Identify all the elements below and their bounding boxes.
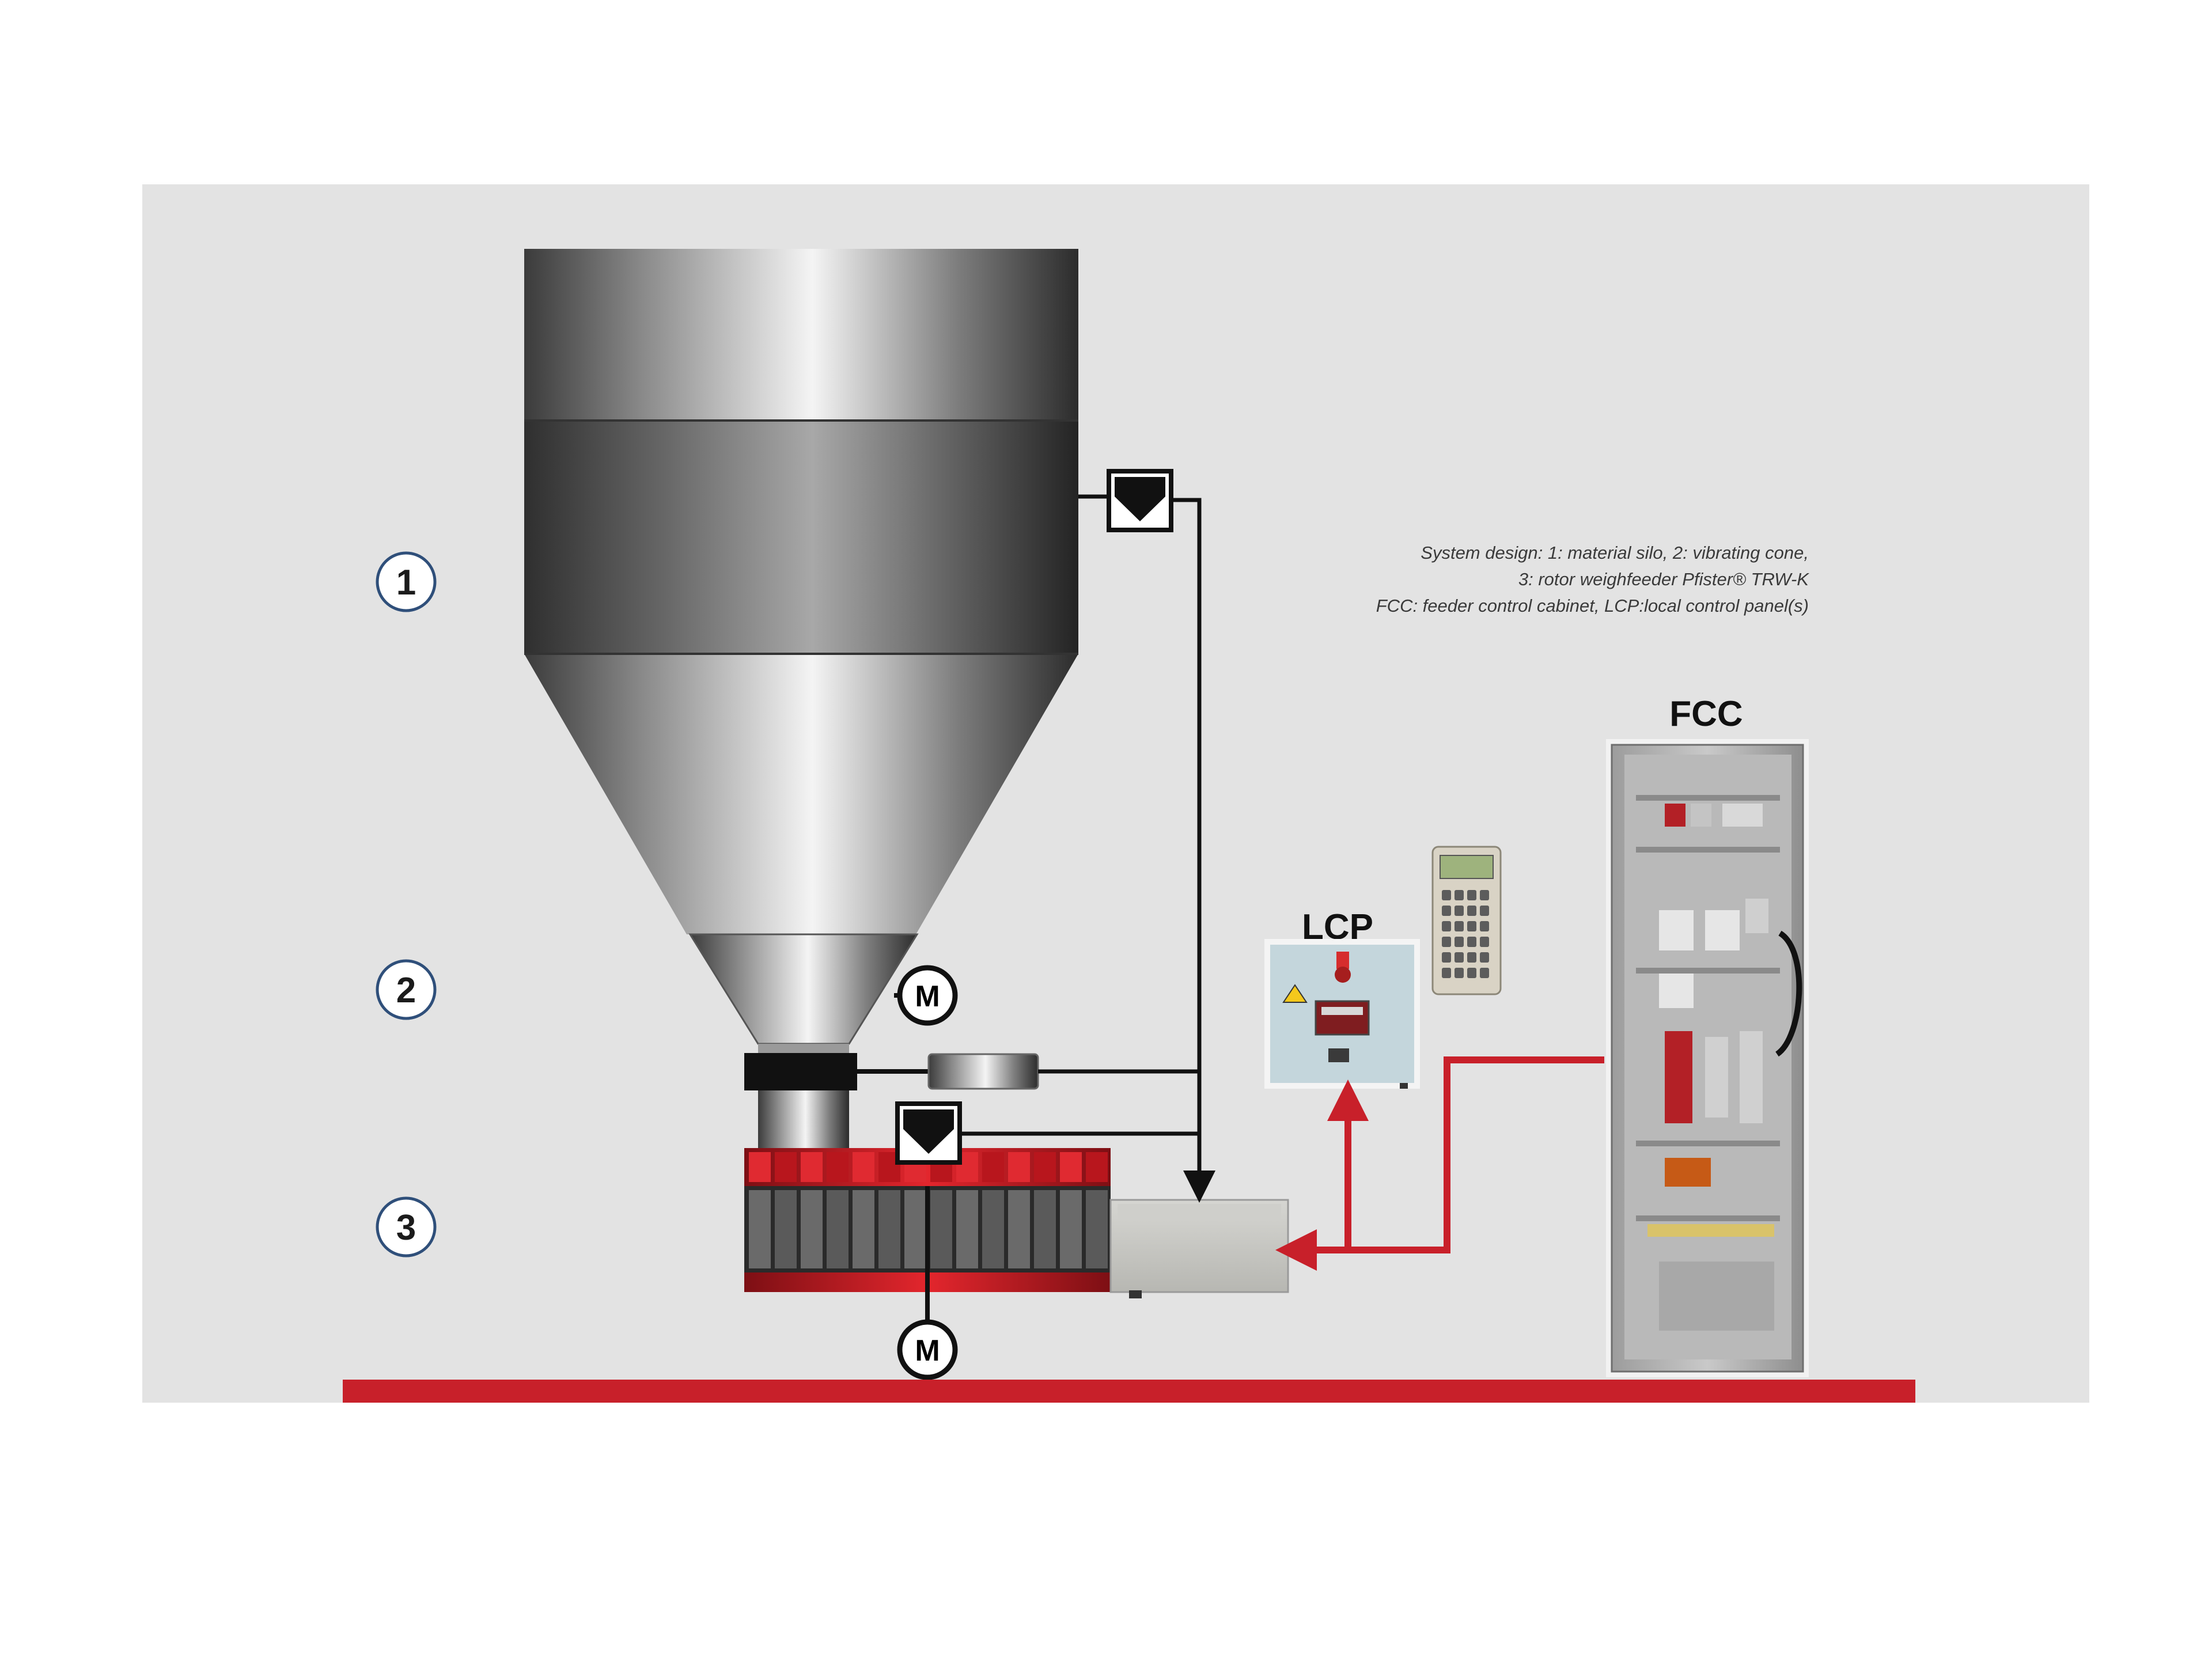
floor-line: [343, 1380, 1915, 1403]
rotor-weighfeeder: [744, 1148, 1111, 1325]
handheld-terminal: [1431, 846, 1502, 995]
svg-text:System design: 1: material sil: System design: 1: material silo, 2: vibr…: [1421, 543, 1809, 563]
keypad-key: [1467, 952, 1476, 963]
svg-text:M: M: [915, 1334, 940, 1368]
rotor-segment: [775, 1190, 797, 1268]
keypad-key: [1442, 952, 1451, 963]
rotor-segment-top: [1086, 1152, 1108, 1182]
rotor-segment-top: [827, 1152, 849, 1182]
svg-text:1: 1: [396, 563, 416, 603]
keypad-key: [1455, 952, 1464, 963]
rotor-segment-top: [775, 1152, 797, 1182]
junction-box: [1109, 1199, 1289, 1298]
feeder-control-cabinet: [1606, 739, 1809, 1377]
material-silo: [524, 249, 1078, 934]
signal-lines: [960, 494, 1215, 1203]
keypad-key: [1455, 921, 1464, 931]
vibrating-cone: [688, 933, 1039, 1148]
keypad-key: [1480, 906, 1489, 916]
control-lines: [1275, 1056, 1604, 1271]
rotor-segment: [1008, 1190, 1030, 1268]
keypad-key: [1455, 968, 1464, 978]
svg-text:3: 3: [396, 1208, 416, 1248]
rotor-segment: [904, 1190, 926, 1268]
keypad-key: [1480, 890, 1489, 900]
rotor-segment: [1034, 1190, 1056, 1268]
rotor-segment-top: [1008, 1152, 1030, 1182]
marker-3: 3: [376, 1196, 437, 1257]
cone-motor-icon: M: [897, 965, 958, 1026]
rotor-segment: [982, 1190, 1004, 1268]
svg-text:FCC: feeder control cabinet, L: FCC: feeder control cabinet, LCP:local c…: [1376, 596, 1809, 616]
rotor-segment: [827, 1190, 849, 1268]
silo-load-cell-symbol: [1107, 469, 1173, 532]
rotor-segment-top: [801, 1152, 823, 1182]
rotor-segment-top: [749, 1152, 771, 1182]
rotor-segment-top: [1060, 1152, 1082, 1182]
keypad-key: [1442, 921, 1451, 931]
keypad-key: [1442, 937, 1451, 947]
keypad-key: [1442, 890, 1451, 900]
keypad-key: [1467, 921, 1476, 931]
keypad-key: [1442, 968, 1451, 978]
keypad-key: [1467, 968, 1476, 978]
rotor-segment: [878, 1190, 900, 1268]
keypad-key: [1455, 906, 1464, 916]
rotor-segment-top: [982, 1152, 1004, 1182]
keypad-key: [1467, 890, 1476, 900]
svg-text:3: rotor weighfeeder Pfister®: 3: rotor weighfeeder Pfister® TRW-K: [1518, 569, 1809, 589]
local-control-panel: [1264, 939, 1420, 1089]
keypad-key: [1480, 952, 1489, 963]
marker-2: 2: [376, 959, 437, 1020]
fcc-label: FCC: [1669, 694, 1743, 734]
rotor-segment: [930, 1190, 952, 1268]
feeder-motor-icon: M: [897, 1319, 958, 1380]
keypad-key: [1442, 906, 1451, 916]
rotor-segment: [801, 1190, 823, 1268]
keypad-key: [1467, 937, 1476, 947]
rotor-segment: [853, 1190, 874, 1268]
rotor-segment-top: [853, 1152, 874, 1182]
keypad-key: [1455, 937, 1464, 947]
rotor-segment-top: [1034, 1152, 1056, 1182]
keypad-key: [1480, 968, 1489, 978]
system-caption: System design: 1: material silo, 2: vibr…: [1376, 543, 1810, 616]
keypad-key: [1467, 906, 1476, 916]
keypad-key: [1480, 921, 1489, 931]
keypad-key: [1480, 937, 1489, 947]
rotor-segment: [1086, 1190, 1108, 1268]
rotor-segment: [956, 1190, 978, 1268]
svg-text:2: 2: [396, 971, 416, 1010]
marker-1: 1: [376, 551, 437, 612]
svg-text:M: M: [915, 980, 940, 1013]
rotor-segment: [1060, 1190, 1082, 1268]
rotor-segment: [749, 1190, 771, 1268]
feeder-load-cell-symbol: [895, 1101, 962, 1165]
keypad-key: [1455, 890, 1464, 900]
